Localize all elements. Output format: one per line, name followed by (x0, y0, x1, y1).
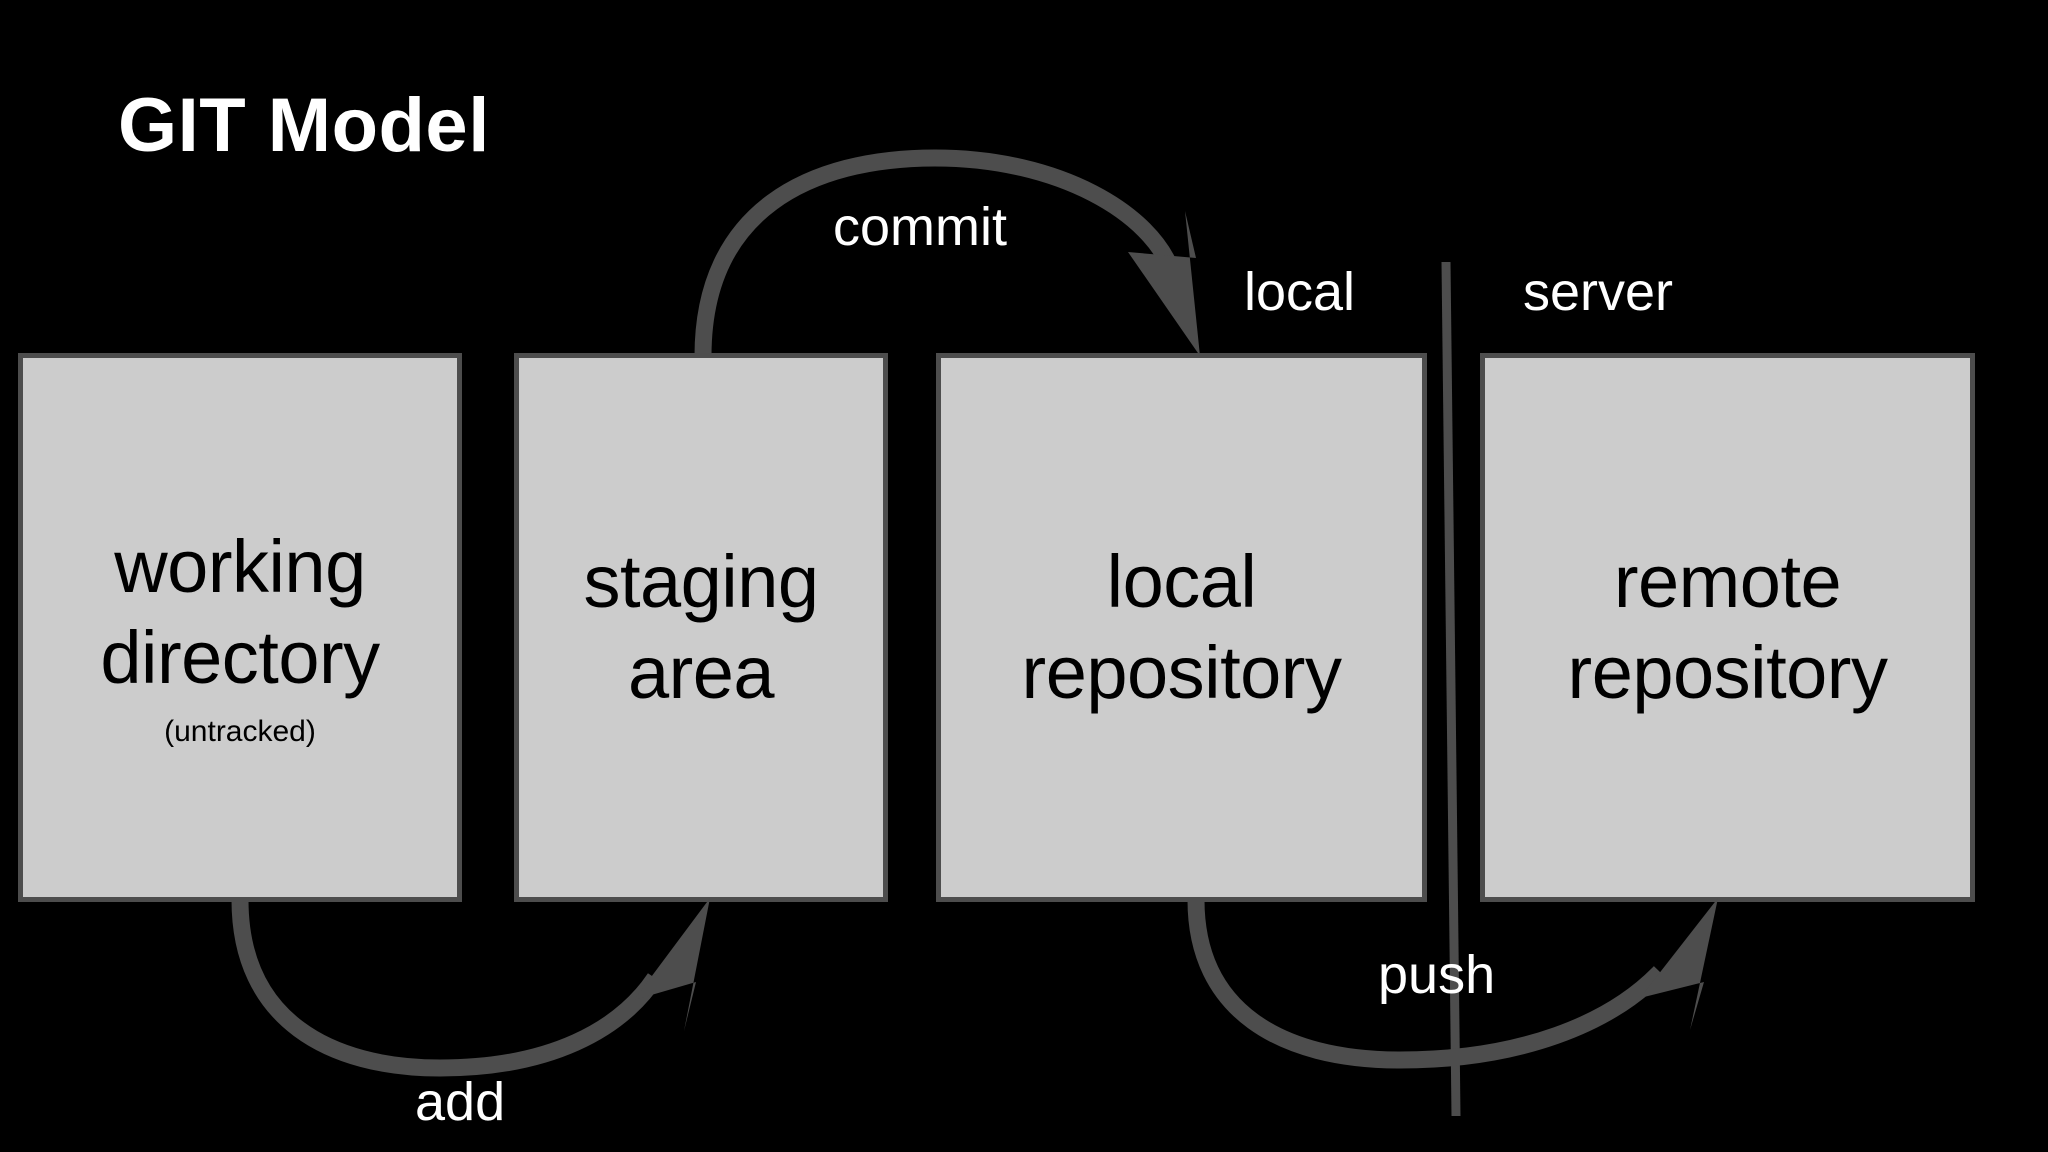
zone-label-local: local (1244, 262, 1356, 322)
node-working-directory-label: working directory (100, 525, 380, 699)
node-working-directory-sublabel: (untracked) (164, 714, 316, 748)
node-local-repository[interactable]: local repository (936, 353, 1427, 902)
node-local-repository-label: local repository (1021, 540, 1342, 714)
add-arrow-path (231, 899, 663, 1077)
commit-arrow (694, 149, 1200, 357)
node-remote-repository[interactable]: remote repository (1480, 353, 1975, 902)
commit-arrow-head (1128, 211, 1200, 356)
edge-label-commit: commit (833, 197, 1007, 257)
node-staging-area-label: staging area (583, 540, 819, 714)
edge-label-add: add (415, 1072, 506, 1132)
node-remote-repository-label: remote repository (1567, 540, 1888, 714)
node-working-directory[interactable]: working directory (untracked) (18, 353, 462, 902)
commit-arrow-path (694, 149, 1181, 357)
page-title: GIT Model (118, 83, 490, 168)
add-arrow (231, 898, 710, 1077)
node-staging-area[interactable]: staging area (514, 353, 888, 902)
push-arrow-head (1640, 898, 1718, 1030)
add-arrow-head (634, 898, 710, 1031)
edge-label-push: push (1378, 945, 1496, 1005)
zone-label-server: server (1523, 262, 1674, 322)
